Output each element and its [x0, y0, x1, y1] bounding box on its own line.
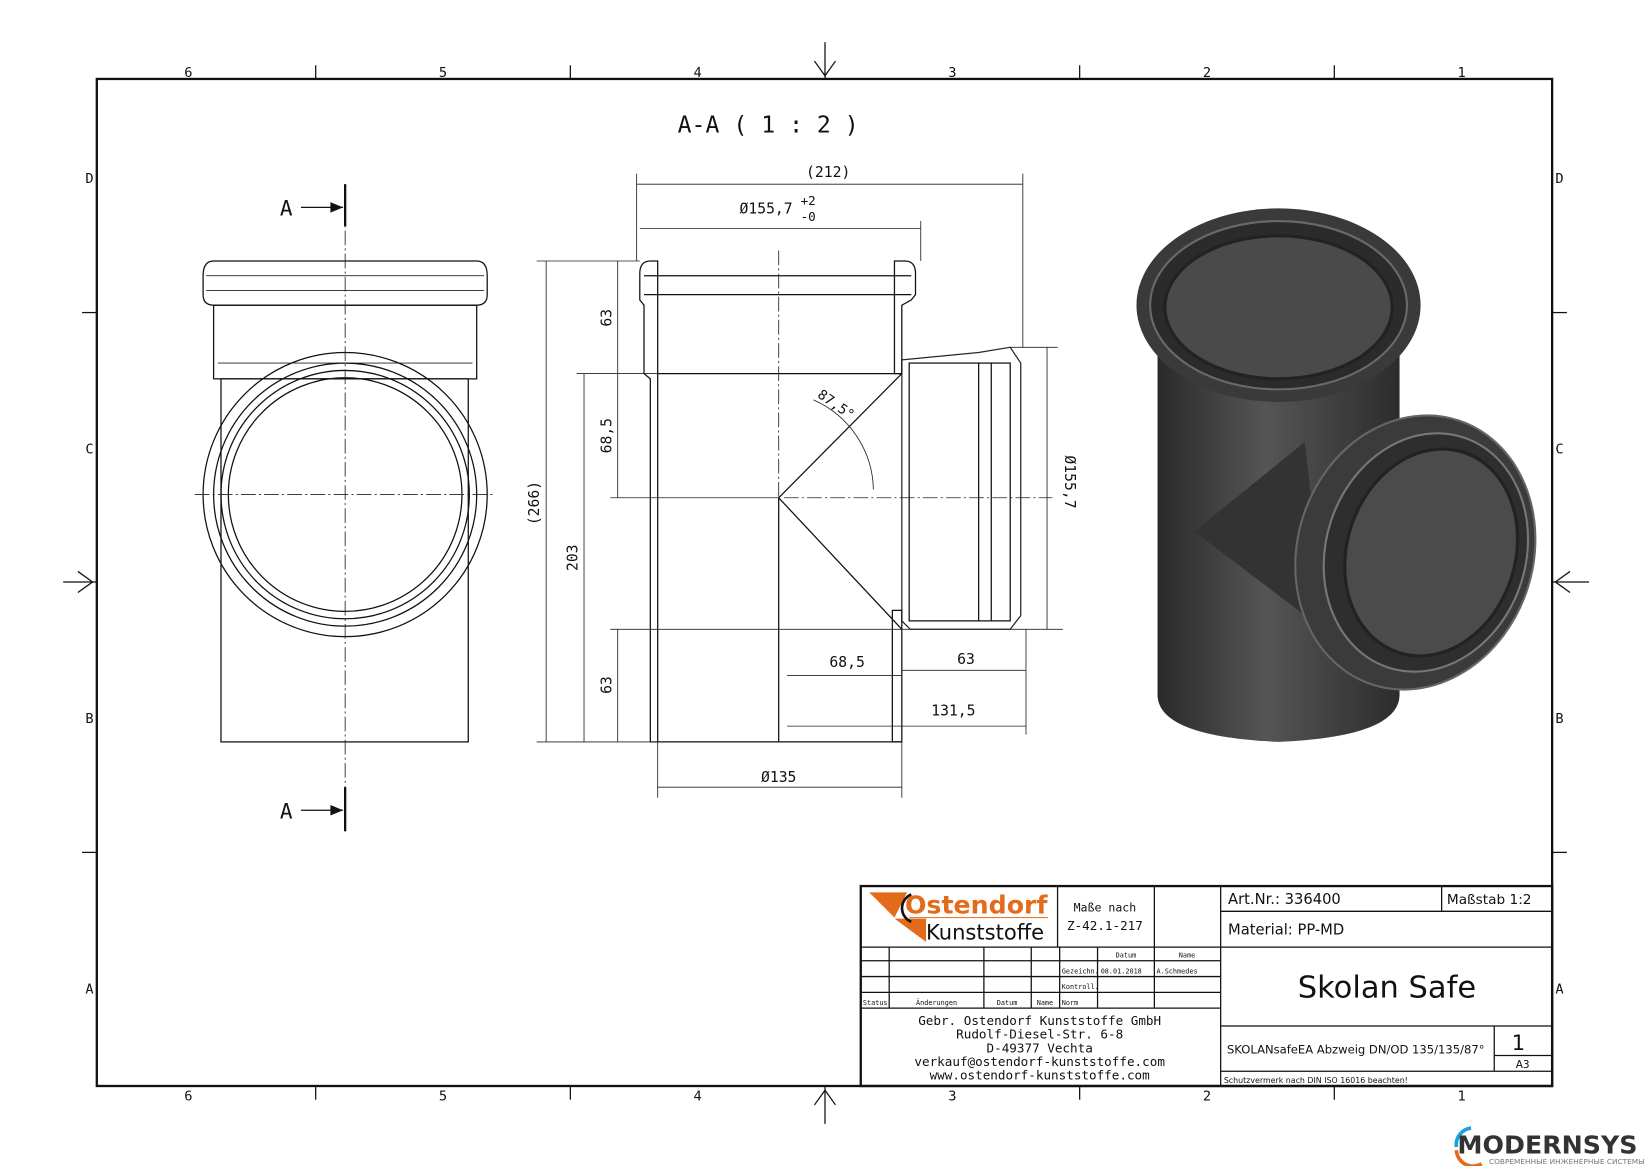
section-title: A-A ( 1 : 2 ): [678, 113, 859, 139]
column-label: 1: [1458, 65, 1466, 81]
dim-angle: 87,5°: [814, 387, 857, 424]
dim-overall-width: (212): [806, 164, 850, 181]
label-status: Status: [863, 999, 888, 1007]
brand-name: Ostendorf: [905, 890, 1049, 919]
drawing-date: 08.01.2018: [1101, 967, 1142, 975]
column-label: 3: [948, 65, 956, 81]
section-mark-label: A: [280, 799, 293, 824]
scale: Maßstab 1:2: [1447, 892, 1532, 908]
part-description: SKOLANsafeEA Abzweig DN/OD 135/135/87°: [1227, 1042, 1485, 1056]
company-email: verkauf@ostendorf-kunststoffe.com: [914, 1054, 1165, 1069]
row-label: B: [85, 711, 93, 727]
dim-branch-1315: 131,5: [931, 703, 975, 720]
dim-top-socket: 63: [598, 309, 615, 327]
dim-upper-685: 68,5: [598, 418, 615, 453]
column-label: 5: [439, 1089, 447, 1105]
3d-render: [1136, 208, 1537, 742]
column-label: 3: [948, 1089, 956, 1105]
row-label: A: [85, 981, 93, 997]
label-name: Name: [1037, 999, 1053, 1007]
company-website: www.ostendorf-kunststoffe.com: [930, 1068, 1150, 1083]
dim-branch-63: 63: [957, 651, 975, 668]
column-label: 4: [694, 1089, 702, 1105]
watermark-tagline: СОВРЕМЕННЫЕ ИНЖЕНЕРНЫЕ СИСТЕМЫ: [1489, 1157, 1645, 1166]
company-line: Rudolf-Diesel-Str. 6-8: [956, 1027, 1123, 1042]
front-view: A A: [194, 184, 495, 832]
copyright-notice: Schutzvermerk nach DIN ISO 16016 beachte…: [1224, 1076, 1408, 1085]
drawer-name: A.Schmedes: [1156, 967, 1197, 975]
sheet-number: 1: [1512, 1030, 1525, 1055]
material: Material: PP-MD: [1228, 921, 1344, 938]
column-label: 1: [1458, 1089, 1466, 1105]
dim-height-203: 203: [565, 544, 582, 571]
standard-label: Maße nach: [1074, 900, 1137, 914]
dim-tolerance-minus: -0: [801, 209, 816, 224]
column-label: 4: [694, 65, 702, 81]
row-label: D: [85, 171, 93, 187]
row-label: C: [85, 442, 93, 458]
column-label: 5: [439, 65, 447, 81]
dim-overall-height: (266): [526, 481, 543, 525]
row-label: D: [1555, 171, 1563, 187]
column-label: 2: [1203, 65, 1211, 81]
section-mark-label: A: [280, 196, 293, 221]
label-norm: Norm: [1062, 999, 1078, 1007]
row-label: A: [1555, 981, 1563, 997]
column-label: 6: [184, 1089, 192, 1105]
title-block: Ostendorf Kunststoffe Maße nach Z-42.1-2…: [859, 884, 1554, 1088]
label-datum: Datum: [997, 999, 1018, 1007]
dim-branch-diameter: Ø155,7: [1061, 455, 1078, 508]
column-label: 2: [1203, 1089, 1211, 1105]
drawing-frame: 6 5 4 3 2 1 6 5 4 3 2 1 D C B A D C B A: [63, 42, 1589, 1124]
paper-format: A3: [1516, 1059, 1530, 1071]
dim-socket-diameter: Ø155,7: [739, 201, 792, 218]
product-name: Skolan Safe: [1298, 971, 1476, 1006]
label-kontroll: Kontroll.: [1062, 983, 1099, 991]
modernsys-watermark: MODERNSYS СОВРЕМЕННЫЕ ИНЖЕНЕРНЫЕ СИСТЕМЫ: [1454, 1126, 1645, 1166]
dim-pipe-diameter: Ø135: [761, 769, 796, 786]
dim-branch-685: 68,5: [829, 654, 864, 671]
label-aenderungen: Änderungen: [916, 998, 957, 1007]
row-label: C: [1555, 442, 1563, 458]
dim-tolerance-plus: +2: [801, 193, 816, 208]
col-name: Name: [1179, 952, 1195, 960]
company-line: Gebr. Ostendorf Kunststoffe GmbH: [918, 1013, 1161, 1028]
brand-subname: Kunststoffe: [926, 920, 1044, 945]
watermark-name: MODERNSYS: [1457, 1130, 1637, 1159]
company-line: D-49377 Vechta: [987, 1040, 1093, 1055]
dim-bottom-63: 63: [598, 676, 615, 694]
label-gezeichnet: Gezeichn.: [1062, 967, 1099, 975]
standard-value: Z-42.1-217: [1067, 918, 1143, 933]
column-label: 6: [184, 65, 192, 81]
article-number: Art.Nr.: 336400: [1228, 891, 1341, 908]
ostendorf-logo: Ostendorf Kunststoffe: [869, 890, 1049, 945]
section-view: (212) Ø155,7 +2 -0 (266) 203 63 68,5 63 …: [526, 164, 1078, 798]
row-label: B: [1555, 711, 1563, 727]
col-datum: Datum: [1116, 952, 1137, 960]
